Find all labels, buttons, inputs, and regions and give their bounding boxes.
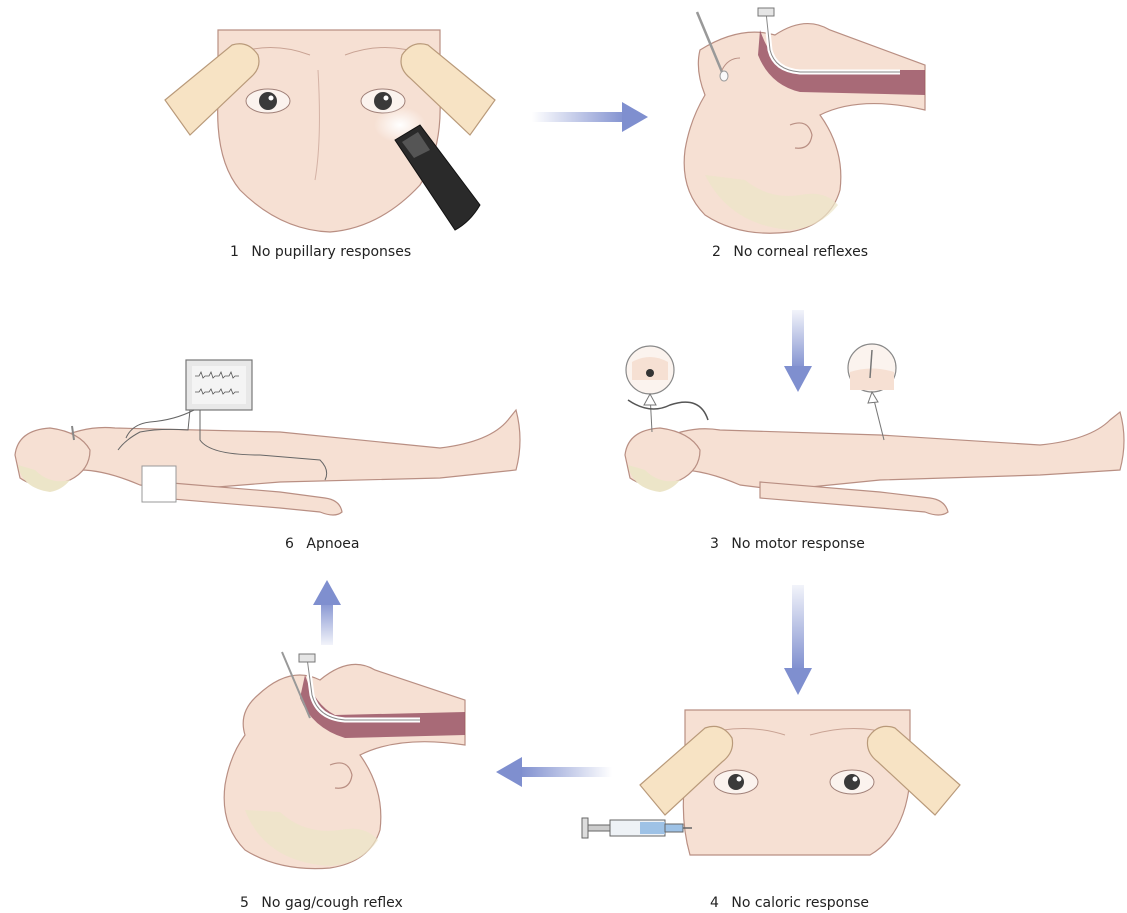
arrow-5-to-6 bbox=[313, 580, 341, 645]
arrow-4-to-5 bbox=[496, 757, 612, 787]
left-pupil bbox=[259, 92, 277, 110]
body-3 bbox=[640, 412, 1124, 490]
caption-2: 2 No corneal reflexes bbox=[712, 244, 868, 260]
caption-5-number: 5 bbox=[240, 895, 249, 911]
panel-1-pupillary-test bbox=[165, 30, 495, 232]
panel-4-caloric-test bbox=[582, 710, 960, 855]
arm-6 bbox=[160, 482, 342, 515]
caption-2-label: No corneal reflexes bbox=[733, 244, 868, 260]
syringe-icon bbox=[582, 818, 692, 838]
caption-6-label: Apnoea bbox=[306, 536, 359, 552]
panel-5-gag-test bbox=[224, 652, 465, 869]
caption-4: 4 No caloric response bbox=[710, 895, 869, 911]
caption-3-label: No motor response bbox=[731, 536, 865, 552]
panel-3-motor-test bbox=[625, 344, 1124, 515]
caption-4-number: 4 bbox=[710, 895, 719, 911]
right-pupil bbox=[374, 92, 392, 110]
caption-4-label: No caloric response bbox=[731, 895, 869, 911]
panel-6-apnoea-test bbox=[15, 360, 520, 515]
arm-3 bbox=[760, 482, 948, 515]
arrow-1-to-2 bbox=[532, 102, 648, 132]
ecg-monitor-icon bbox=[186, 360, 252, 410]
caption-1-label: No pupillary responses bbox=[251, 244, 411, 260]
caption-3: 3 No motor response bbox=[710, 536, 865, 552]
blood-pressure-cuff bbox=[142, 466, 176, 502]
caption-3-number: 3 bbox=[710, 536, 719, 552]
pressure-cable bbox=[628, 400, 708, 420]
caption-6: 6 Apnoea bbox=[285, 536, 359, 552]
panel-2-corneal-test bbox=[684, 8, 925, 233]
arrow-2-to-3 bbox=[784, 310, 812, 392]
caption-5-label: No gag/cough reflex bbox=[261, 895, 402, 911]
arrow-3-to-4 bbox=[784, 585, 812, 695]
caption-6-number: 6 bbox=[285, 536, 294, 552]
caption-1-number: 1 bbox=[230, 244, 239, 260]
caption-1: 1 No pupillary responses bbox=[230, 244, 411, 260]
caption-5: 5 No gag/cough reflex bbox=[240, 895, 403, 911]
body-6 bbox=[40, 410, 520, 490]
caption-2-number: 2 bbox=[712, 244, 721, 260]
